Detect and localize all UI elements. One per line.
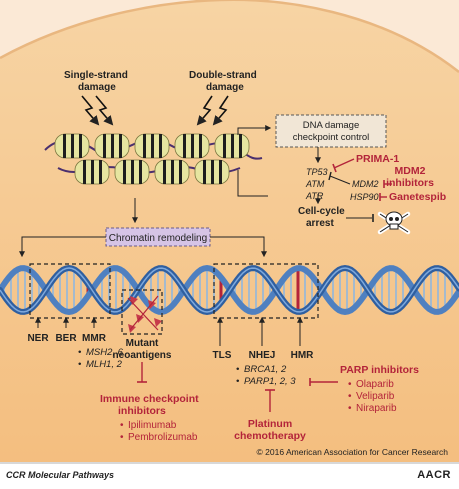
parp-bullet-1: • — [348, 379, 352, 390]
neoantigens-label-1: Mutant — [126, 338, 159, 349]
label-ner: NER — [27, 333, 49, 344]
neoantigen-triangles — [127, 295, 162, 333]
parp-bullet-3: • — [348, 403, 352, 414]
gene-atr: ATR — [305, 191, 324, 201]
arrow-to-ssd-repair — [19, 236, 106, 258]
arrest-label-1: Cell-cycle — [298, 206, 345, 217]
mdm2-inhibits-tp53 — [329, 175, 351, 185]
gene-tp53: TP53 — [306, 167, 328, 177]
immune-title-1: Immune checkpoint — [100, 393, 199, 405]
mmr-gene-1: MSH2, 6 — [86, 347, 124, 358]
cytoplasm-region — [0, 0, 459, 72]
lightning-bolt-icon — [196, 95, 213, 126]
neoantigen-triangle — [154, 318, 162, 327]
nhej-gene-1: BRCA1, 2 — [244, 364, 287, 375]
chromatin-remodeling-label: Chromatin remodeling — [109, 233, 207, 244]
immune-title-2: inhibitors — [118, 405, 166, 417]
gene-mdm2: MDM2 — [352, 179, 379, 189]
nucleosome-icon — [214, 133, 250, 159]
checkpoint-title-2: checkpoint control — [293, 132, 370, 143]
connector-to-arrest — [237, 170, 268, 197]
parp-drug-2: Veliparib — [356, 391, 395, 402]
platinum-label-1: Platinum — [248, 418, 292, 430]
nuclear-envelope — [0, 0, 459, 73]
tbar — [332, 163, 337, 173]
nucleosome-icon — [154, 159, 190, 185]
tbar — [328, 171, 332, 181]
lightning-bolt-icon — [81, 95, 100, 126]
single-strand-label-2: damage — [78, 82, 116, 93]
nucleosome-icon — [174, 133, 210, 159]
gene-hsp90: HSP90 — [350, 192, 379, 202]
arrow-to-checkpoint — [237, 125, 272, 135]
immune-bullet-1: • — [120, 420, 124, 431]
label-hmr: HMR — [291, 350, 315, 361]
chromatin-fiber — [44, 133, 263, 185]
double-strand-label-1: Double-strand — [189, 70, 257, 81]
parp-title: PARP inhibitors — [340, 364, 419, 376]
drug-prima1: PRIMA-1 — [356, 153, 399, 165]
prima-inhibition — [333, 158, 355, 169]
skull-crossbones-icon — [377, 211, 411, 235]
immune-bullet-2: • — [120, 432, 124, 443]
mismatch-x — [127, 295, 159, 331]
dna-double-helix — [0, 264, 459, 316]
drug-mdm2-inhibitors-2: inhibitors — [386, 177, 434, 189]
nucleosome-icon — [194, 159, 230, 185]
parp-bullet-2: • — [348, 391, 352, 402]
label-tls: TLS — [213, 350, 232, 361]
drug-ganetespib: Ganetespib — [389, 191, 446, 203]
nucleosome-icon — [54, 133, 90, 159]
nhej-gene-2-bullet: • — [236, 376, 240, 387]
copyright-notice: © 2016 American Association for Cancer R… — [257, 447, 449, 457]
platinum-label-2: chemotherapy — [234, 430, 306, 442]
mmr-gene-2-bullet: • — [78, 359, 82, 370]
nucleosome-group — [54, 133, 250, 185]
nhej-gene-2: PARP1, 2, 3 — [244, 376, 296, 387]
dsb-repair-box — [213, 263, 319, 319]
mmr-gene-2: MLH1, 2 — [86, 359, 123, 370]
immune-drug-2: Pembrolizumab — [128, 432, 198, 443]
nucleosome-icon — [94, 133, 130, 159]
mmr-gene-1-bullet: • — [78, 347, 82, 358]
label-mmr: MMR — [82, 333, 107, 344]
damage-lightning-bolts — [81, 95, 229, 126]
neoantigen-triangle — [148, 300, 156, 309]
dna-strand-highlight — [0, 267, 459, 313]
lightning-bolt-icon — [212, 95, 229, 126]
nucleosome-icon — [114, 159, 150, 185]
aacr-logo: AACR — [417, 469, 451, 481]
nucleosome-icon — [134, 133, 170, 159]
ssd-repair-box — [29, 263, 111, 319]
parp-drug-1: Olaparib — [356, 379, 394, 390]
immune-drug-1: Ipilimumab — [128, 420, 177, 431]
checkpoint-title-1: DNA damage — [303, 120, 360, 131]
parp-drug-3: Niraparib — [356, 403, 397, 414]
arrest-label-2: arrest — [306, 218, 334, 229]
drug-mdm2-inhibitors-1: MDM2 — [395, 165, 426, 177]
journal-name: CCR Molecular Pathways — [6, 470, 115, 480]
nhej-gene-1-bullet: • — [236, 364, 240, 375]
checkpoint-control-box — [275, 114, 387, 148]
single-strand-label-1: Single-strand — [64, 70, 128, 81]
label-nhej: NHEJ — [249, 350, 276, 361]
arrow-to-dsb-repair — [210, 236, 267, 258]
double-strand-label-2: damage — [206, 82, 244, 93]
gene-atm: ATM — [305, 179, 325, 189]
nucleosome-icon — [74, 159, 110, 185]
neoantigens-label-2: neoantigens — [113, 350, 172, 361]
label-ber: BER — [55, 333, 77, 344]
lightning-bolt-icon — [95, 95, 114, 126]
footer-bar — [0, 462, 459, 489]
